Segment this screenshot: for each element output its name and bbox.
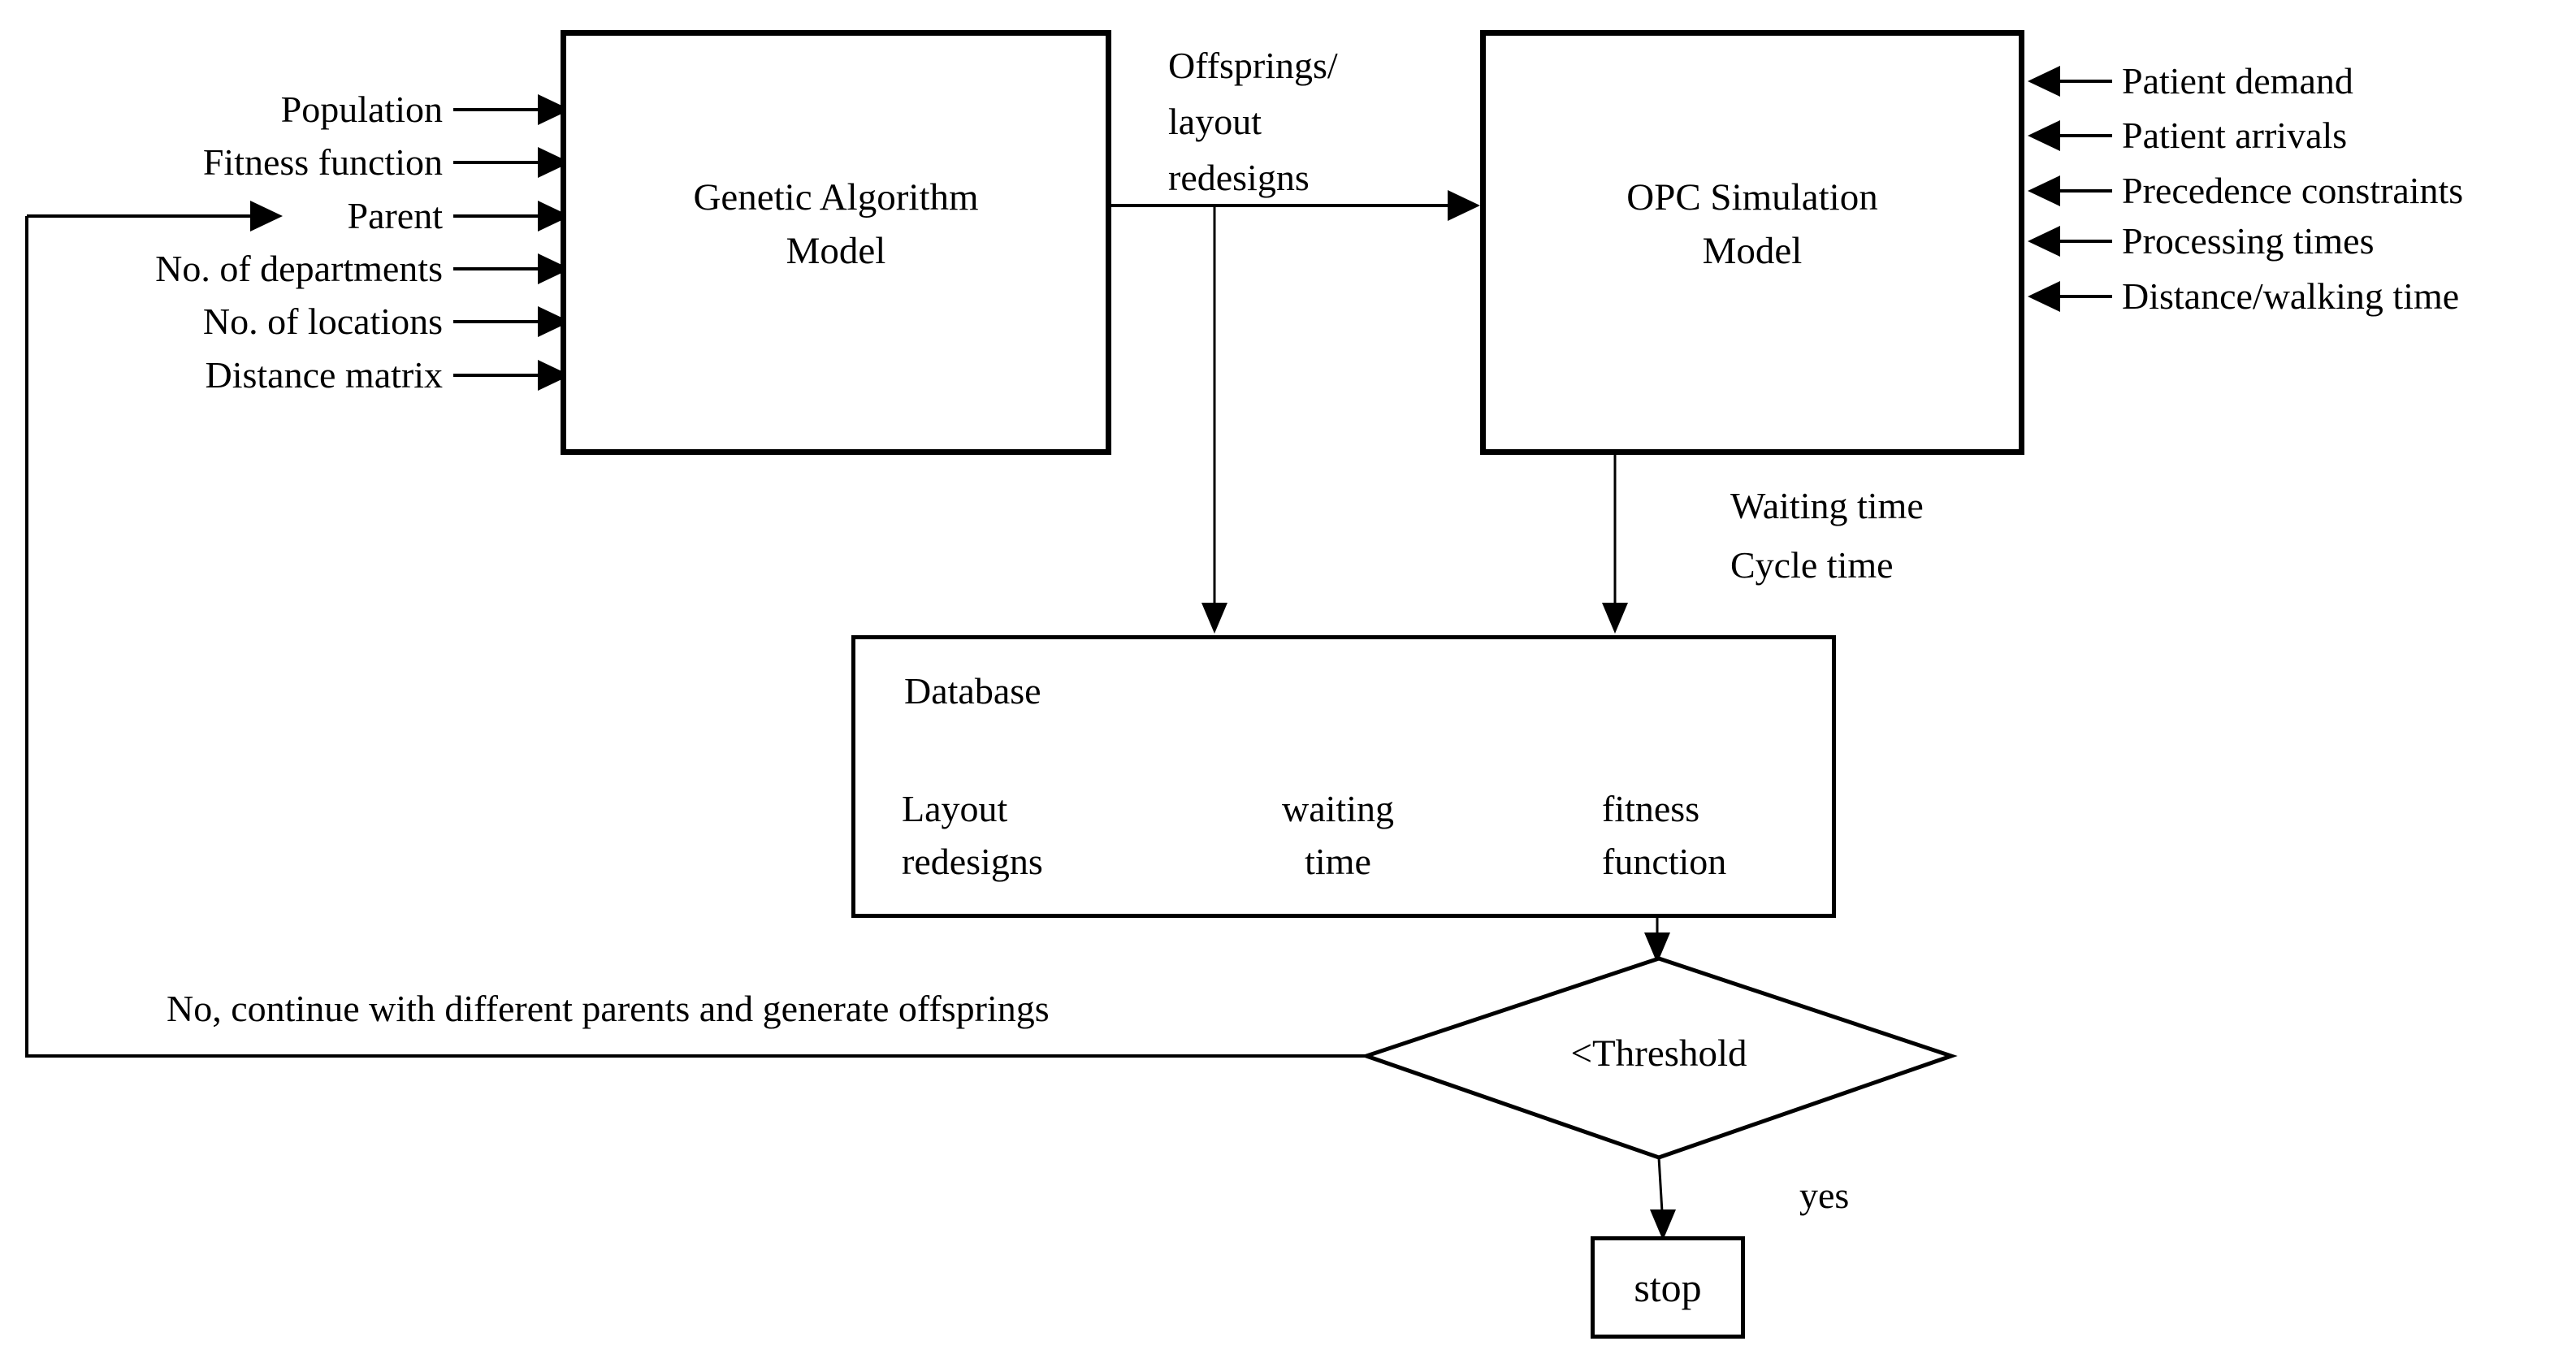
simulation-output-label: Waiting time Cycle time: [1730, 476, 1924, 595]
database-column-fitness-function: fitness function: [1602, 782, 1726, 888]
database-column-waiting-time: waiting time: [1261, 782, 1415, 888]
opc-to-database-arrow: [1602, 455, 1628, 634]
opc-input-precedence-constraints: Precedence constraints: [2122, 170, 2464, 211]
opc-input-patient-demand: Patient demand: [2122, 60, 2353, 102]
offsprings-line3: redesigns: [1168, 157, 1310, 198]
connector-group: [25, 66, 2112, 1240]
opc-simulation-label-line1: OPC Simulation: [1626, 175, 1878, 219]
ga-input-no-of-locations: No. of locations: [202, 301, 443, 342]
opc-input-distance-walking-time: Distance/walking time: [2122, 275, 2460, 317]
opc-simulation-label-line2: Model: [1702, 229, 1803, 272]
genetic-algorithm-box: Genetic Algorithm Model: [561, 30, 1111, 455]
opc-input-arrows: [2028, 66, 2112, 312]
offsprings-edge-label: Offsprings/ layout redesigns: [1168, 37, 1338, 206]
ga-input-no-of-departments: No. of departments: [155, 248, 443, 289]
database-col3-line1: fitness: [1602, 788, 1700, 829]
database-col1-line1: Layout: [902, 788, 1008, 829]
database-column-layout-redesigns: Layout redesigns: [902, 782, 1043, 888]
waiting-time-line: Waiting time: [1730, 485, 1924, 526]
decision-to-stop-arrow: [1650, 1157, 1676, 1240]
no-branch-label: No, continue with different parents and …: [167, 988, 1050, 1029]
ga-input-distance-matrix: Distance matrix: [205, 354, 443, 396]
genetic-algorithm-label-line1: Genetic Algorithm: [693, 175, 979, 219]
opc-simulation-box: OPC Simulation Model: [1480, 30, 2024, 455]
opc-input-patient-arrivals: Patient arrivals: [2122, 115, 2348, 156]
stop-label: stop: [1634, 1265, 1702, 1310]
opc-input-processing-times: Processing times: [2122, 220, 2375, 262]
ga-to-opc-arrow: [1111, 190, 1480, 221]
database-to-decision-arrow: [1644, 918, 1670, 963]
database-col1-line2: redesigns: [902, 841, 1043, 882]
database-col2-line2: time: [1305, 841, 1371, 882]
database-title: Database: [904, 670, 1041, 712]
offsprings-line2: layout: [1168, 101, 1262, 142]
ga-input-population: Population: [280, 89, 443, 130]
genetic-algorithm-label-line2: Model: [786, 229, 886, 272]
database-col2-line1: waiting: [1282, 788, 1394, 829]
cycle-time-line: Cycle time: [1730, 544, 1894, 586]
offsprings-to-database-arrow: [1201, 206, 1227, 634]
yes-branch-label: yes: [1799, 1175, 1850, 1216]
ga-input-fitness-function: Fitness function: [202, 141, 443, 183]
offsprings-line1: Offsprings/: [1168, 45, 1338, 86]
ga-input-parent: Parent: [347, 195, 443, 236]
stop-box: stop: [1591, 1236, 1745, 1339]
database-col3-line2: function: [1602, 841, 1727, 882]
ga-input-arrows: [453, 94, 570, 391]
decision-label: <Threshold: [1570, 1032, 1747, 1075]
feedback-loop: [25, 201, 1366, 1058]
database-box: [851, 635, 1836, 918]
